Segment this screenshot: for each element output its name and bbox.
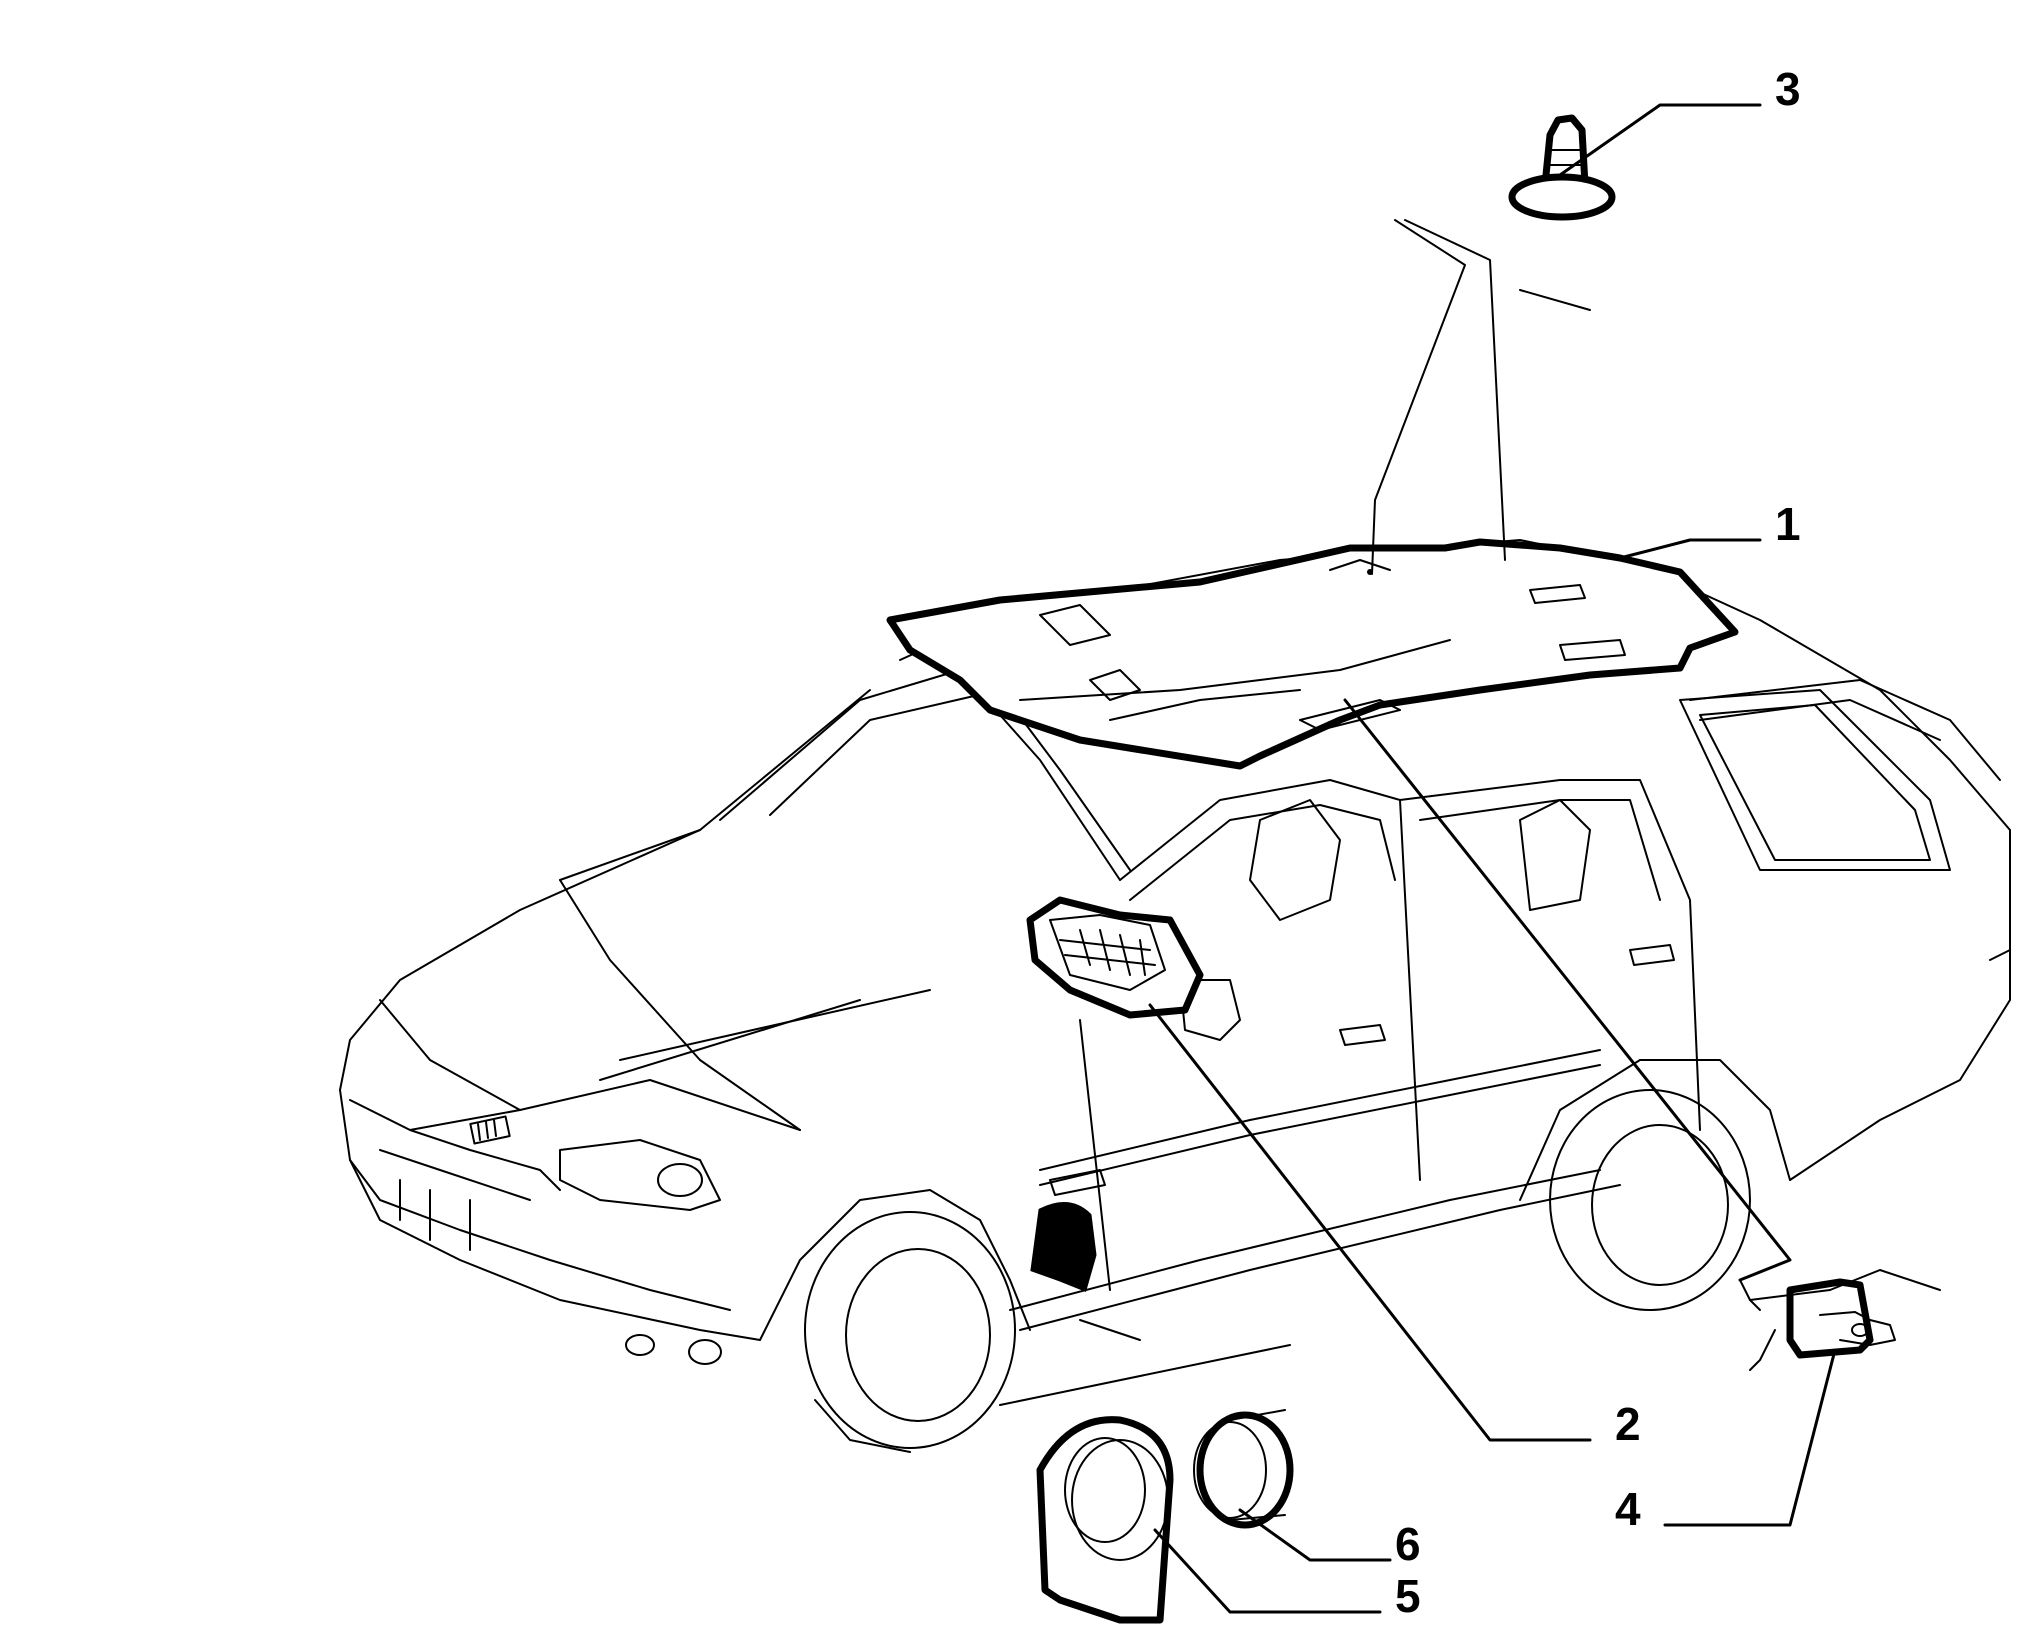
ring-part: [1193, 1409, 1294, 1529]
callout-3: 3: [1775, 63, 1801, 115]
callout-2: 2: [1615, 1398, 1641, 1450]
callout-4: 4: [1615, 1483, 1641, 1535]
callout-5: 5: [1395, 1570, 1421, 1622]
leader-lines: [1148, 103, 1941, 1614]
callout-6: 6: [1395, 1518, 1421, 1570]
control-box-part: [1026, 896, 1204, 1019]
fuel-filler-opening: [1030, 1202, 1097, 1293]
headliner-part: [886, 538, 1739, 770]
gasket-part: [1036, 1416, 1174, 1624]
callout-1: 1: [1775, 498, 1801, 550]
bracket-part: [1786, 1278, 1896, 1359]
clip-part: [1508, 114, 1616, 221]
callout-labels: 1 2 3 4 5 6: [1395, 63, 1801, 1622]
